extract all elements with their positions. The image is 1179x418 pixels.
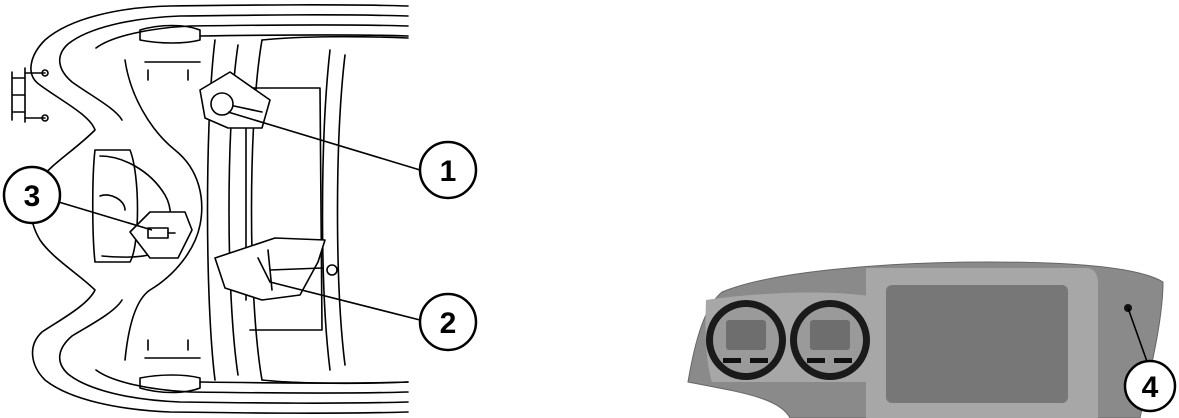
callout-circle (2, 165, 62, 225)
callout-circle (418, 292, 478, 352)
callout-2: 2 (418, 292, 478, 352)
callout-circle (418, 140, 478, 200)
callout-label: 4 (1142, 371, 1159, 404)
dashboard-drawing (687, 261, 1164, 418)
leader-line-4 (1127, 307, 1151, 371)
leader-line-3 (51, 199, 153, 231)
callout-4: 4 (1123, 359, 1177, 413)
display-screen (886, 285, 1068, 403)
callout-3: 3 (2, 165, 62, 225)
callout-label: 1 (440, 155, 457, 188)
leader-line-2 (269, 281, 421, 321)
callout-circle (1123, 359, 1177, 413)
leader-line-1 (227, 111, 421, 171)
callout-label: 2 (440, 307, 457, 340)
callout-label: 3 (24, 180, 41, 213)
callout-1: 1 (418, 140, 478, 200)
gauge-left (706, 300, 786, 380)
gauge-right (790, 300, 870, 380)
boat-hull-drawing (11, 4, 409, 414)
leader-lines (51, 111, 1151, 371)
